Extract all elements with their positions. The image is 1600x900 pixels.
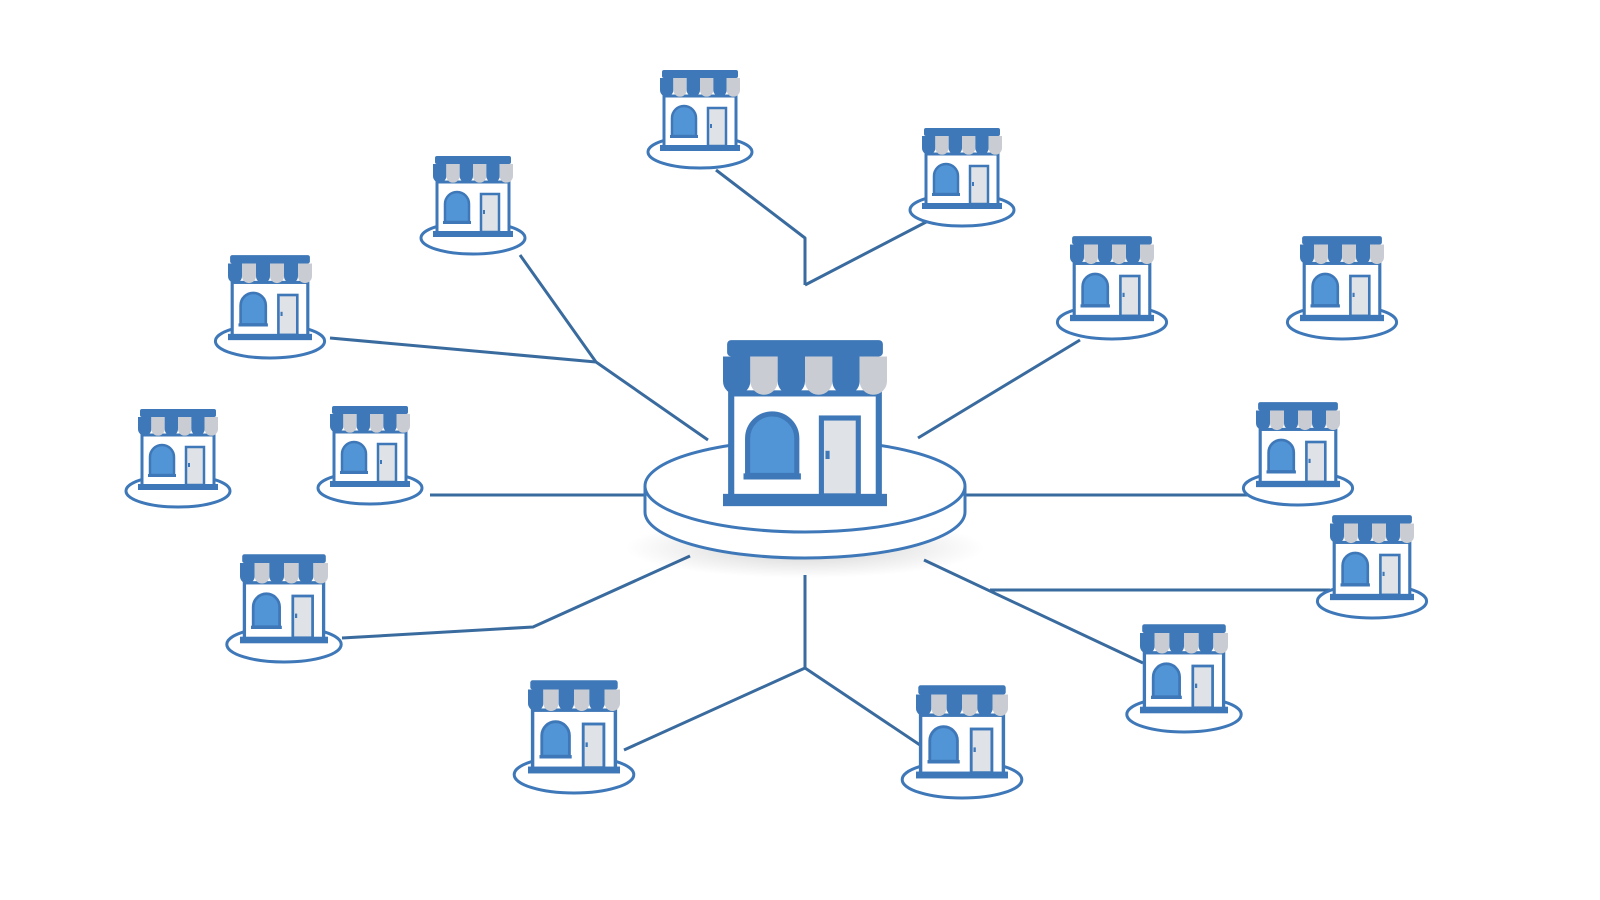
storefront-icon — [1256, 402, 1340, 488]
connection-line — [623, 575, 807, 752]
store-node — [1055, 236, 1169, 341]
storefront-icon — [1330, 515, 1414, 601]
store-node — [124, 409, 232, 509]
storefront-icon — [660, 70, 740, 151]
storefront-icon — [228, 255, 312, 341]
hub-layer — [625, 340, 985, 578]
connection-line — [518, 254, 709, 442]
storefront-icon — [1070, 236, 1154, 322]
connection-line — [341, 554, 691, 640]
store-node — [316, 406, 424, 506]
connection-line — [917, 338, 1081, 440]
store-node — [1285, 236, 1399, 341]
storefront-icon — [1140, 624, 1228, 714]
store-node — [1241, 402, 1355, 507]
store-node — [1125, 624, 1243, 734]
storefront-icon — [433, 156, 513, 237]
storefront-icon — [916, 685, 1008, 779]
storefront-icon — [1300, 236, 1384, 322]
storefront-icon — [723, 340, 887, 507]
storefront-icon — [330, 406, 410, 487]
store-node — [908, 128, 1016, 228]
storefront-icon — [528, 680, 620, 774]
connection-line — [715, 168, 807, 285]
storefront-icon — [922, 128, 1002, 209]
storefront-icon — [240, 554, 328, 644]
storefront-icon — [138, 409, 218, 490]
store-node — [225, 554, 343, 664]
connection-line — [923, 558, 1144, 665]
store-node — [646, 70, 754, 170]
store-node — [900, 685, 1024, 800]
store-node — [213, 255, 327, 360]
connection-line — [804, 666, 921, 747]
hub-store — [625, 340, 985, 578]
store-node — [512, 680, 636, 795]
nodes-layer — [124, 70, 1429, 800]
store-node — [1315, 515, 1429, 620]
connections-layer — [329, 168, 1330, 752]
connection-line — [329, 336, 597, 364]
store-node — [419, 156, 527, 256]
connection-line — [804, 218, 931, 287]
